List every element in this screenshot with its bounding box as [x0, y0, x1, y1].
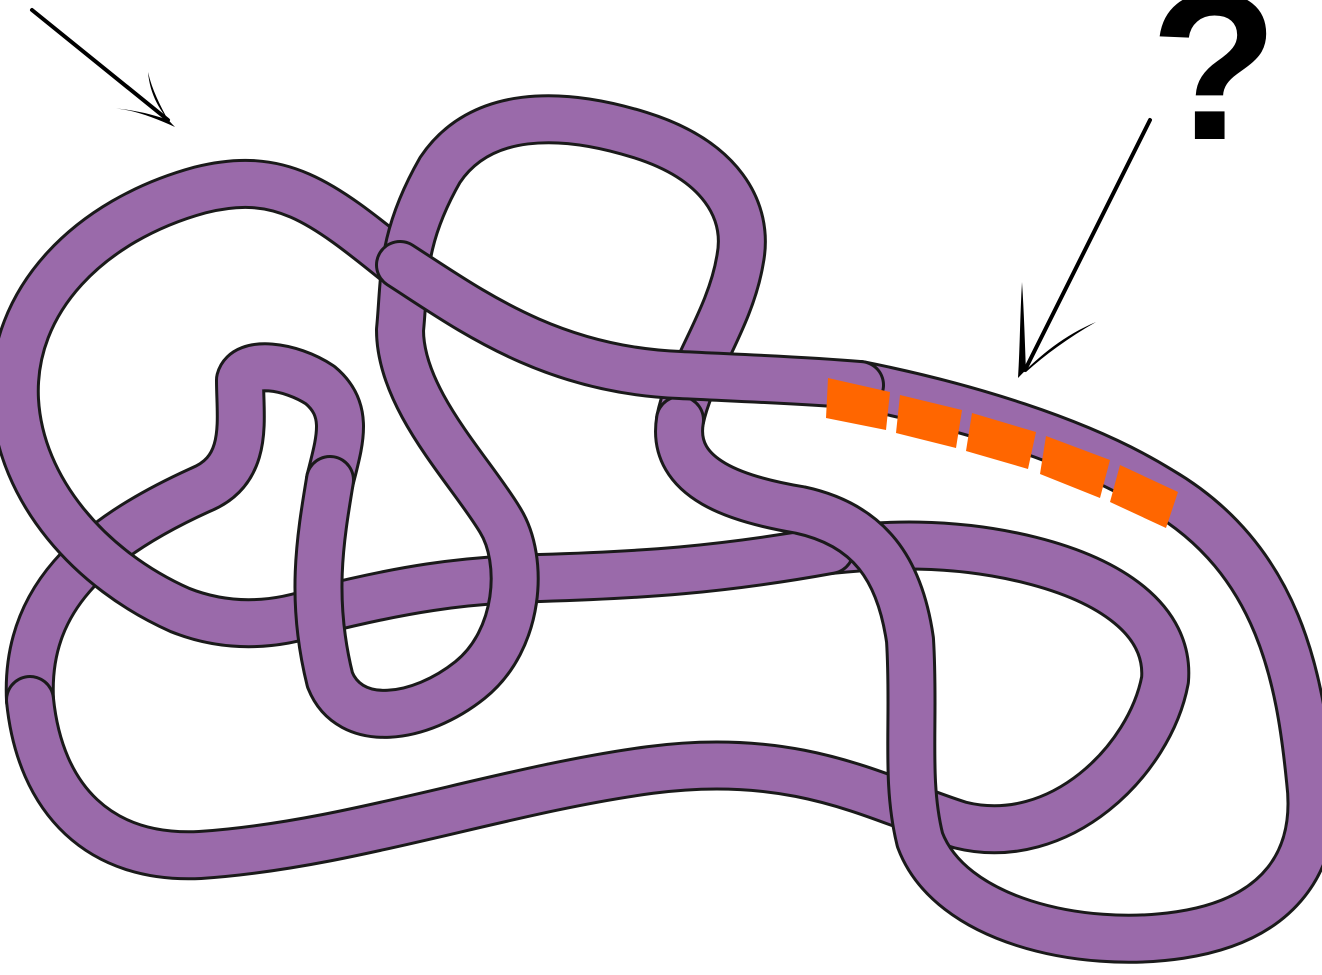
highlight-segment-1 — [826, 378, 890, 430]
arrow-pointer-left — [30, 8, 175, 127]
ribbon-band-middle — [295, 525, 855, 635]
ribbon-band-lower-right — [654, 360, 1322, 964]
twisted-ribbon-loop — [0, 94, 1322, 964]
highlight-segment-3 — [966, 413, 1036, 469]
arrow-pointer-right — [1018, 118, 1152, 378]
highlight-segment-4 — [1040, 436, 1110, 498]
question-mark-annotation: ? — [1150, 0, 1279, 184]
ribbon-band-upper-middle — [375, 240, 885, 410]
ribbon-band-inner-loop — [293, 94, 767, 739]
ribbon-band-left-loop — [0, 158, 425, 649]
highlight-segments — [826, 378, 1178, 528]
ribbon-band-bottom — [4, 342, 365, 725]
highlight-segment-2 — [896, 395, 962, 448]
highlight-segment-5 — [1110, 465, 1178, 528]
